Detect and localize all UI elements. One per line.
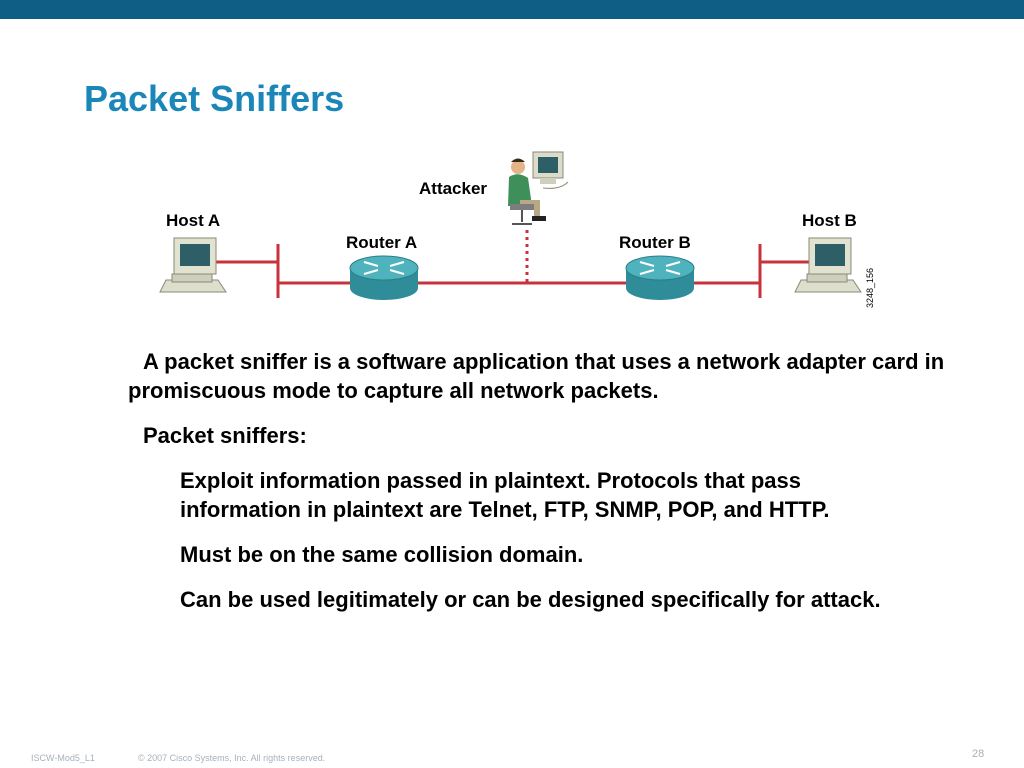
router-b-icon [625, 255, 695, 300]
router-a-label: Router A [346, 233, 417, 252]
figure-id-label: 3248_156 [865, 268, 875, 308]
router-b-label: Router B [619, 233, 691, 252]
network-diagram: Host A Host B Router A Router B Attacker… [159, 151, 875, 308]
bullet-point: Must be on the same collision domain. [180, 542, 584, 567]
host-a-computer-icon [159, 237, 227, 293]
bullet-point: Exploit information passed in plaintext.… [180, 468, 830, 522]
attacker-label: Attacker [419, 179, 487, 198]
network-links [210, 230, 815, 298]
slide-body: A packet sniffer is a software applicati… [128, 347, 958, 630]
attacker-workstation-icon [508, 151, 569, 225]
bullet-point: Can be used legitimately or can be desig… [180, 587, 881, 612]
footer-copyright: © 2007 Cisco Systems, Inc. All rights re… [138, 753, 326, 763]
router-a-icon [349, 255, 419, 300]
slide-title: Packet Sniffers [84, 78, 345, 119]
sniffers-heading: Packet sniffers: [143, 423, 307, 448]
host-b-label: Host B [802, 211, 857, 230]
host-b-computer-icon [794, 237, 862, 293]
page-number: 28 [972, 748, 985, 760]
footer-course-id: ISCW-Mod5_L1 [31, 753, 95, 763]
host-a-label: Host A [166, 211, 220, 230]
top-accent-bar [0, 0, 1024, 19]
intro-paragraph: A packet sniffer is a software applicati… [128, 349, 945, 403]
